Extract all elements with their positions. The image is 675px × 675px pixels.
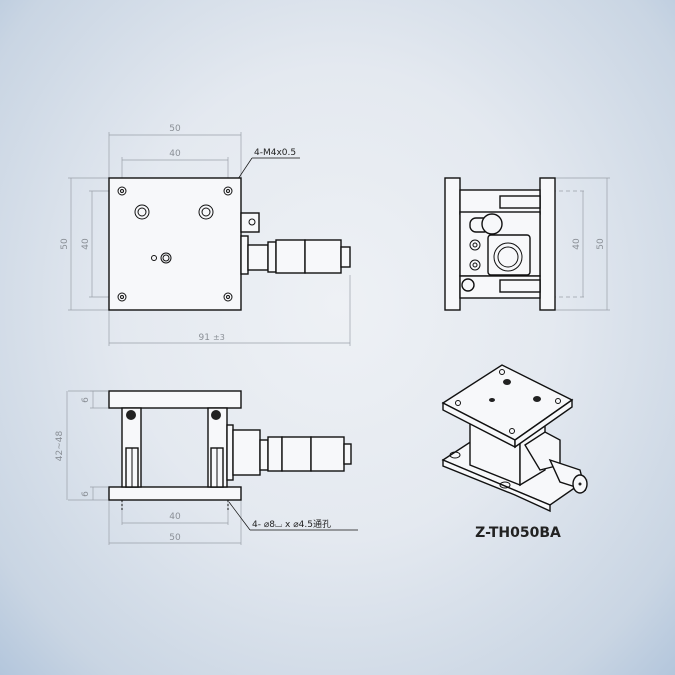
micrometer-icon — [226, 424, 352, 481]
dim-side-height-40: 40 — [572, 238, 582, 250]
dim-top-height-40: 40 — [81, 238, 91, 250]
hole-callout: 4- ⌀8⌴ x ⌀4.5通孔 — [252, 519, 331, 530]
model-name-label: Z-TH050BA — [475, 525, 561, 541]
dim-bottom-plate: 6 — [81, 491, 91, 497]
dim-top-plate: 6 — [81, 397, 91, 403]
front-view: 42~48 6 6 40 50 4- ⌀8⌴ x ⌀4.5通孔 — [55, 390, 358, 545]
isometric-view: Z-TH050BA — [441, 364, 588, 541]
dim-overall-tolerance: ±3 — [213, 333, 225, 342]
top-view: 50 40 50 40 91 ±3 4-M4x0.5 — [60, 124, 351, 346]
side-view: 40 50 — [444, 177, 610, 311]
micrometer-icon — [240, 212, 351, 275]
dim-overall-length: 91 — [199, 333, 210, 343]
dim-hole-spacing: 40 — [169, 512, 181, 522]
dim-height-range: 42~48 — [55, 431, 65, 462]
dim-top-width-50: 50 — [169, 124, 181, 134]
dim-top-width-40: 40 — [169, 149, 181, 159]
thread-callout: 4-M4x0.5 — [254, 148, 296, 158]
dim-top-height-50: 50 — [60, 238, 70, 250]
mount-hole-icon — [117, 186, 233, 302]
dim-side-height-50: 50 — [596, 238, 606, 250]
micrometer-icon — [524, 431, 588, 494]
dim-base-width: 50 — [169, 533, 181, 543]
